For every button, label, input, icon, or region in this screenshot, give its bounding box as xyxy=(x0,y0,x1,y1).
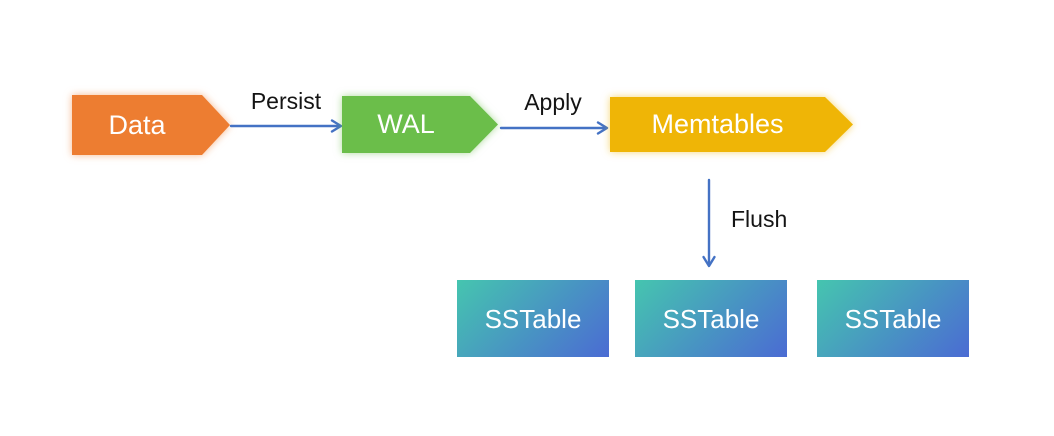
flush-arrow-icon xyxy=(702,178,716,268)
apply-arrow-icon xyxy=(499,121,609,135)
persist-arrow-icon xyxy=(229,119,343,133)
sstable-box: SSTable xyxy=(817,280,969,357)
sstable-box: SSTable xyxy=(635,280,787,357)
sstable-label: SSTable xyxy=(484,303,582,334)
apply-edge-label: Apply xyxy=(524,89,582,115)
data-node-label: Data xyxy=(108,109,166,140)
wal-node-shape: WAL xyxy=(342,96,498,153)
data-node: Data xyxy=(72,95,230,155)
data-node-shape: Data xyxy=(72,95,230,155)
sstable-box: SSTable xyxy=(457,280,609,357)
wal-node: WAL xyxy=(342,96,498,153)
sstable-label: SSTable xyxy=(662,303,760,334)
memtables-node-shape: Memtables xyxy=(610,97,853,152)
sstable-label: SSTable xyxy=(844,303,942,334)
memtables-node: Memtables xyxy=(610,97,853,152)
wal-node-label: WAL xyxy=(377,109,435,139)
flush-edge-label: Flush xyxy=(731,206,788,232)
memtables-node-label: Memtables xyxy=(651,109,784,139)
persist-edge-label: Persist xyxy=(250,88,322,114)
